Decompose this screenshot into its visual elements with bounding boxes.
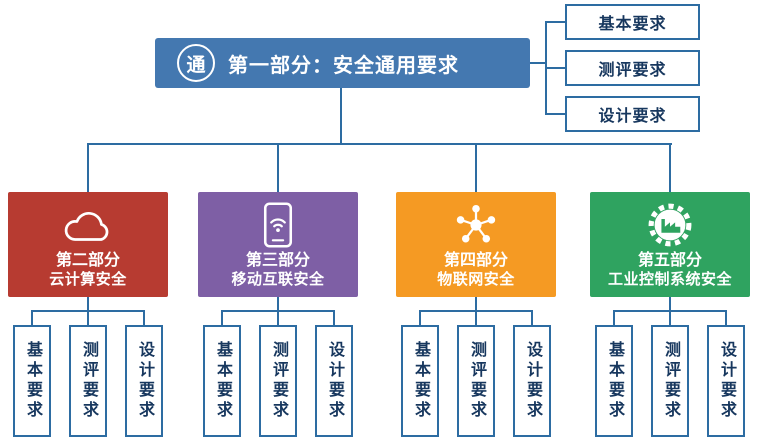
part4-req-evaluation-label: 测评要求 [468, 341, 485, 421]
general-req-basic-label: 基本要求 [598, 16, 667, 33]
part3-subtitle: 移动互联安全 [231, 271, 325, 288]
part2-req-evaluation: 测评要求 [69, 325, 107, 437]
cloud-icon [59, 199, 117, 251]
connector-line [87, 310, 89, 326]
connector-line [475, 297, 477, 311]
connector-line [143, 310, 145, 326]
part5-subtitle: 工业控制系统安全 [607, 271, 732, 288]
connector-line [531, 310, 533, 326]
connector-line [725, 310, 727, 326]
part5-req-basic-label: 基本要求 [606, 341, 623, 421]
connector-line [277, 310, 279, 326]
connector-line [545, 113, 565, 115]
part5-req-evaluation-label: 测评要求 [662, 341, 679, 421]
part3-req-basic-label: 基本要求 [214, 341, 231, 421]
connector-line [87, 143, 89, 192]
general-req-evaluation: 测评要求 [565, 50, 700, 86]
part2-req-design-label: 设计要求 [136, 341, 153, 421]
part4-req-design: 设计要求 [513, 325, 551, 437]
part4-title: 第四部分 [443, 252, 508, 269]
connector-line [669, 297, 671, 311]
part3-title: 第三部分 [245, 252, 310, 269]
mobile-wifi-icon [261, 199, 295, 251]
connector-line [340, 88, 342, 145]
connector-line [530, 62, 547, 64]
part3-req-design-label: 设计要求 [326, 341, 343, 421]
connector-line [475, 310, 477, 326]
part3-mobile-box: 第三部分 移动互联安全 [198, 192, 358, 297]
general-req-design-label: 设计要求 [598, 108, 667, 125]
part4-req-design-label: 设计要求 [524, 341, 541, 421]
part5-req-design: 设计要求 [707, 325, 745, 437]
part2-req-evaluation-label: 测评要求 [80, 341, 97, 421]
connector-line [419, 310, 421, 326]
connector-line [221, 310, 223, 326]
connector-line [333, 310, 335, 326]
part3-req-design: 设计要求 [315, 325, 353, 437]
part2-title: 第二部分 [55, 252, 120, 269]
part4-subtitle: 物联网安全 [437, 271, 515, 288]
connector-line [613, 310, 615, 326]
general-req-design: 设计要求 [565, 96, 700, 132]
part4-req-basic-label: 基本要求 [412, 341, 429, 421]
tong-circle-icon: 通 [177, 44, 215, 82]
part2-subtitle: 云计算安全 [49, 271, 127, 288]
connector-line [545, 67, 565, 69]
part5-title: 第五部分 [637, 252, 702, 269]
part5-req-basic: 基本要求 [595, 325, 633, 437]
part5-req-design-label: 设计要求 [718, 341, 735, 421]
part2-req-design: 设计要求 [125, 325, 163, 437]
part4-req-evaluation: 测评要求 [457, 325, 495, 437]
part2-req-basic: 基本要求 [13, 325, 51, 437]
connector-line [87, 297, 89, 311]
part5-ics-box: 第五部分 工业控制系统安全 [590, 192, 750, 297]
connector-line [87, 143, 672, 145]
connector-line [669, 310, 671, 326]
part1-title: 第一部分：安全通用要求 [228, 54, 459, 77]
connector-line [277, 297, 279, 311]
iot-network-icon [452, 199, 500, 251]
connector-line [475, 143, 477, 192]
connector-line [669, 143, 671, 192]
connector-line [545, 21, 565, 23]
general-req-evaluation-label: 测评要求 [598, 62, 667, 79]
part3-req-evaluation: 测评要求 [259, 325, 297, 437]
connector-line [31, 310, 33, 326]
part4-iot-box: 第四部分 物联网安全 [396, 192, 556, 297]
tong-character: 通 [186, 54, 206, 76]
part2-cloud-box: 第二部分 云计算安全 [8, 192, 168, 297]
part5-req-evaluation: 测评要求 [651, 325, 689, 437]
industrial-gear-icon [646, 199, 694, 251]
general-req-basic: 基本要求 [565, 4, 700, 40]
part3-req-evaluation-label: 测评要求 [270, 341, 287, 421]
part3-req-basic: 基本要求 [203, 325, 241, 437]
connector-line [277, 143, 279, 192]
part2-req-basic-label: 基本要求 [24, 341, 41, 421]
part4-req-basic: 基本要求 [401, 325, 439, 437]
part1-banner: 通 第一部分：安全通用要求 [155, 38, 530, 88]
